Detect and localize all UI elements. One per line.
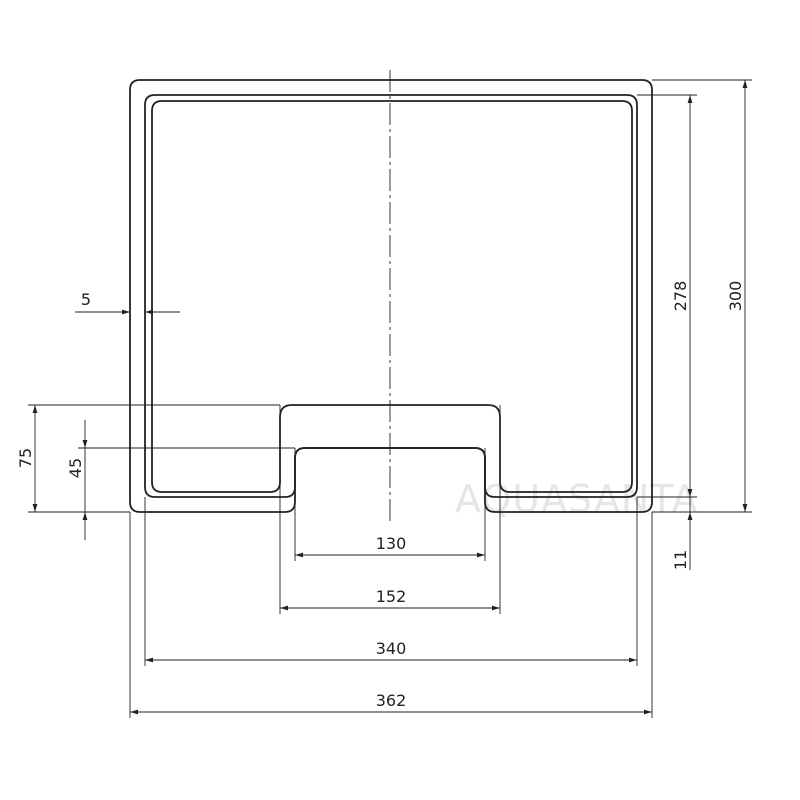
- dim-label: 278: [671, 281, 690, 312]
- dim-label: 340: [376, 639, 407, 658]
- dim-inner-width: 340: [145, 639, 637, 663]
- watermark: AQUASANTA: [455, 477, 699, 521]
- tray-outline: [129, 70, 653, 525]
- dim-label: 45: [66, 458, 85, 478]
- dim-notch-outer-depth: 75: [16, 405, 38, 512]
- dim-label: 362: [376, 691, 407, 710]
- dim-inner-height: 278: [671, 95, 693, 497]
- dim-label: 300: [726, 281, 745, 312]
- dim-overall-height: 300: [726, 80, 748, 512]
- dim-notch-inner-depth: 45: [66, 420, 88, 540]
- extension-lines: [28, 79, 752, 718]
- dim-overall-width: 362: [130, 691, 652, 715]
- dim-notch-inner-width: 130: [295, 534, 485, 558]
- dim-label: 130: [376, 534, 407, 553]
- dim-label: 11: [671, 550, 690, 570]
- dim-notch-outer-width: 152: [280, 587, 500, 611]
- dim-rim-offset: 11: [671, 497, 693, 570]
- dim-label: 5: [81, 290, 91, 309]
- dim-label: 75: [16, 448, 35, 468]
- dim-wall-thickness: 5: [75, 290, 180, 315]
- basin-recess: [151, 100, 633, 493]
- inner-rim: [144, 94, 638, 498]
- dim-label: 152: [376, 587, 407, 606]
